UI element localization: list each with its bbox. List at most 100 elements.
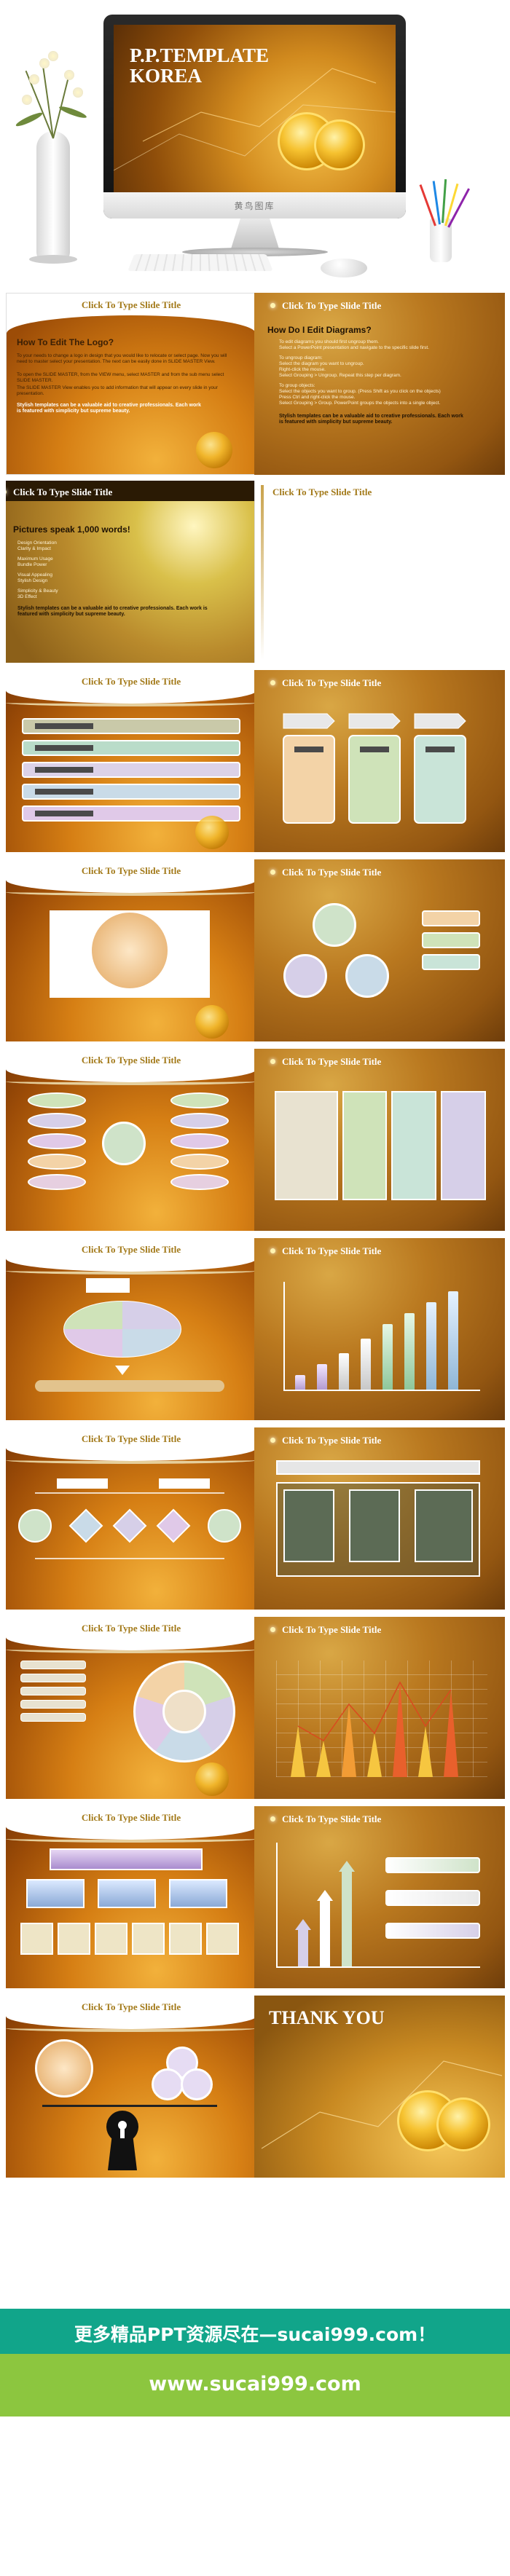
slide-title: Click To Type Slide Title: [272, 487, 372, 497]
bar: [361, 1339, 371, 1390]
slide-paragraph: Select Grouping > Ungroup. Repeat this s…: [279, 373, 401, 378]
leaf: [15, 110, 44, 129]
flower: [22, 95, 32, 105]
ellipse-node: [170, 1154, 229, 1170]
slide-3[interactable]: Click To Type Slide Title Pictures speak…: [6, 481, 256, 663]
bar: [426, 1302, 436, 1390]
slide-14[interactable]: Click To Type Slide Title: [254, 1427, 505, 1610]
slide-heading: How To Edit The Logo?: [17, 337, 114, 347]
list-bar[interactable]: [22, 784, 240, 800]
panel-header: [276, 1460, 480, 1475]
slide-paragraph: To open the SLIDE MASTER, from the VIEW …: [17, 372, 224, 383]
slide-7[interactable]: Click To Type Slide Title: [6, 859, 256, 1041]
slide-17[interactable]: Click To Type Slide Title: [6, 1806, 256, 1988]
slide-list-item: Maximum Usage: [17, 556, 53, 562]
bar: [339, 1353, 349, 1390]
ellipse-node: [170, 1113, 229, 1129]
list-bar: [20, 1687, 86, 1695]
panel-box: [415, 1489, 473, 1562]
coin-icon: [196, 432, 232, 468]
slide-8[interactable]: Click To Type Slide Title: [254, 859, 505, 1041]
slide-paragraph: Right-click the mouse.: [279, 367, 326, 372]
slide-11[interactable]: Click To Type Slide Title: [6, 1238, 256, 1420]
slide-band: [6, 1996, 256, 2029]
slide-title: Click To Type Slide Title: [270, 1624, 382, 1635]
balance-right-ball: [181, 2068, 213, 2100]
slide-title: Click To Type Slide Title: [81, 1244, 181, 1255]
slide-13[interactable]: Click To Type Slide Title: [6, 1427, 256, 1610]
bar: [295, 1375, 305, 1390]
list-bar[interactable]: [22, 806, 240, 822]
slide-list-item: 3D Effect: [17, 594, 37, 599]
slide-title: Click To Type Slide Title: [270, 300, 382, 311]
org-chart-node: [26, 1879, 85, 1908]
slide-band: [6, 1238, 256, 1272]
flow-diagram: [18, 1478, 241, 1559]
list-bar: [20, 1661, 86, 1669]
ellipse-node: [170, 1133, 229, 1149]
bar: [404, 1313, 415, 1390]
slide-title: Click To Type Slide Title: [270, 867, 382, 878]
coin-icon: [195, 816, 229, 849]
slide-12[interactable]: Click To Type Slide Title: [254, 1238, 505, 1420]
monitor-screen: P.P.TEMPLATE KOREA: [114, 25, 396, 192]
org-chart-leaf: [20, 1923, 53, 1955]
slide-title: Click To Type Slide Title: [81, 676, 181, 687]
legend-box: [422, 932, 480, 948]
list-bar[interactable]: [22, 718, 240, 734]
slide-paragraph: Select Grouping > Group. PowerPoint grou…: [279, 401, 441, 406]
slide-band-line: [6, 2025, 256, 2032]
table-diagram: [275, 1091, 486, 1200]
slide-list-item: Bundle Power: [17, 562, 47, 567]
list-bar: [20, 1713, 86, 1722]
list-bar[interactable]: [22, 762, 240, 778]
slide-5[interactable]: Click To Type Slide Title: [6, 670, 256, 852]
slide-paragraph: To ungroup diagram:: [279, 355, 323, 361]
slide-accent-bar: [261, 485, 264, 660]
chart-axis-x: [276, 1966, 480, 1968]
slide-6[interactable]: Click To Type Slide Title: [254, 670, 505, 852]
slide-16[interactable]: Click To Type Slide Title: [254, 1617, 505, 1799]
slide-title: Click To Type Slide Title: [81, 2001, 181, 2012]
text-placeholder: [35, 767, 93, 773]
slide-2[interactable]: Click To Type Slide Title How Do I Edit …: [254, 293, 505, 475]
slide-10[interactable]: Click To Type Slide Title: [254, 1049, 505, 1231]
coin-icon: [195, 1762, 229, 1796]
slide-20-thank-you[interactable]: THANK YOU: [254, 1996, 505, 2178]
slide-19[interactable]: Click To Type Slide Title: [6, 1996, 256, 2178]
panel-box: [349, 1489, 400, 1562]
table-column: [441, 1091, 486, 1200]
bar: [382, 1324, 393, 1390]
slide-paragraph: Select the objects you want to group. (P…: [279, 389, 441, 394]
arrow-growth-chart: [295, 1861, 355, 1966]
slide-heading: Pictures speak 1,000 words!: [13, 524, 130, 535]
ellipse-node: [28, 1174, 86, 1190]
slide-paragraph: To group objects:: [279, 383, 315, 388]
ellipse-node: [28, 1133, 86, 1149]
cycle-node: [283, 954, 327, 998]
spiral-center: [162, 1690, 206, 1733]
slide-title: Click To Type Slide Title: [81, 1055, 181, 1066]
chart-axis-y: [276, 1843, 278, 1966]
slide-band-line: [6, 1646, 256, 1653]
slide-4[interactable]: Click To Type Slide Title: [254, 481, 505, 663]
list-bar: [20, 1674, 86, 1682]
keyboard: [128, 254, 273, 272]
slide-paragraph: To edit diagrams you should first ungrou…: [279, 339, 379, 344]
slide-18[interactable]: Click To Type Slide Title: [254, 1806, 505, 1988]
org-chart-node: [98, 1879, 156, 1908]
site-banner[interactable]: www.sucai999.com: [0, 2354, 510, 2417]
text-placeholder: [35, 745, 93, 751]
site-url-link[interactable]: www.sucai999.com: [149, 2373, 361, 2395]
slide-band-line: [6, 699, 256, 706]
monitor-chin: 黄鸟图库: [103, 192, 406, 218]
slide-band-line: [6, 1078, 256, 1085]
list-bar[interactable]: [22, 740, 240, 756]
slide-title: Click To Type Slide Title: [81, 1812, 181, 1823]
slide-9[interactable]: Click To Type Slide Title: [6, 1049, 256, 1231]
slide-15[interactable]: Click To Type Slide Title: [6, 1617, 256, 1799]
thank-you-lines: [261, 2060, 503, 2149]
monitor: P.P.TEMPLATE KOREA 黄鸟图库: [103, 15, 406, 218]
ellipse-node: [170, 1174, 229, 1190]
slide-1[interactable]: Click To Type Slide Title How To Edit Th…: [6, 293, 256, 475]
